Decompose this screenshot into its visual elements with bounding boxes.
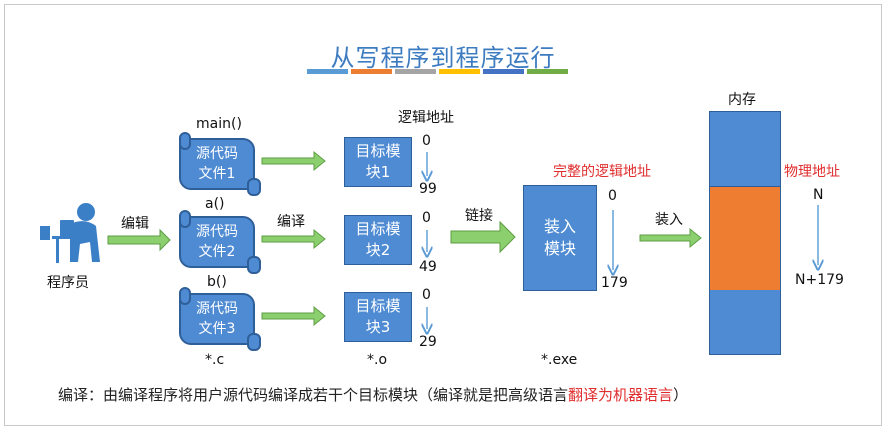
- title-bar-segment: [527, 69, 568, 74]
- title-bar-segment: [439, 69, 480, 74]
- module1-end: 99: [419, 181, 437, 197]
- programmer-label: 程序员: [47, 275, 89, 291]
- module1-start: 0: [422, 133, 431, 149]
- object-module-2: 目标模块2: [344, 215, 412, 265]
- memory-loaded-region: [709, 186, 781, 292]
- function-label-a: a(): [205, 196, 225, 212]
- title-bar-segment: [307, 69, 348, 74]
- module2-end: 49: [419, 259, 437, 275]
- memory-label: 内存: [728, 92, 756, 108]
- physical-end: N+179: [795, 272, 844, 288]
- ext-c-label: *.c: [205, 352, 225, 368]
- edit-arrow: [107, 228, 171, 252]
- physical-address-label: 物理地址: [784, 164, 840, 180]
- compile-arrow-3: [261, 305, 326, 327]
- diagram-arrows: [40, 150, 886, 400]
- title-bar-segment: [395, 69, 436, 74]
- load-module-start: 0: [608, 188, 617, 204]
- memory-free-top: [709, 111, 781, 187]
- programmer-at-computer-icon: [40, 203, 100, 263]
- memory-free-bottom: [709, 290, 781, 355]
- object-module-3: 目标模块3: [344, 292, 412, 342]
- footer-note: 编译：由编译程序将用户源代码编译成若干个目标模块（编译就是把高级语言翻译为机器语…: [58, 386, 689, 404]
- title-bar-segment: [351, 69, 392, 74]
- link-arrow: [450, 220, 516, 254]
- source-file-1: 源代码文件1: [179, 132, 261, 196]
- title-bar-segment: [483, 69, 524, 74]
- module3-start: 0: [422, 287, 431, 303]
- source-file-3: 源代码文件3: [179, 287, 261, 351]
- module3-end: 29: [419, 334, 437, 350]
- logical-address-label: 逻辑地址: [398, 110, 454, 126]
- complete-logical-address-label: 完整的逻辑地址: [553, 164, 651, 180]
- physical-start: N: [813, 187, 824, 203]
- object-module-1: 目标模块1: [344, 137, 412, 187]
- load-label: 装入: [655, 212, 683, 228]
- link-label: 链接: [465, 208, 493, 224]
- load-arrow: [639, 227, 702, 249]
- function-label-main: main(): [196, 116, 242, 132]
- compile-arrow-2: [261, 228, 326, 250]
- source-file-2: 源代码文件2: [179, 210, 261, 274]
- load-module: 装入模块: [523, 185, 597, 291]
- compile-label: 编译: [277, 214, 305, 230]
- ext-exe-label: *.exe: [541, 352, 578, 368]
- ext-o-label: *.o: [367, 352, 388, 368]
- compile-arrow-1: [261, 150, 326, 172]
- page-title: 从写程序到程序运行: [330, 44, 556, 72]
- module2-start: 0: [422, 210, 431, 226]
- function-label-b: b(): [207, 274, 227, 290]
- edit-label: 编辑: [121, 216, 149, 232]
- load-module-end: 179: [601, 275, 628, 291]
